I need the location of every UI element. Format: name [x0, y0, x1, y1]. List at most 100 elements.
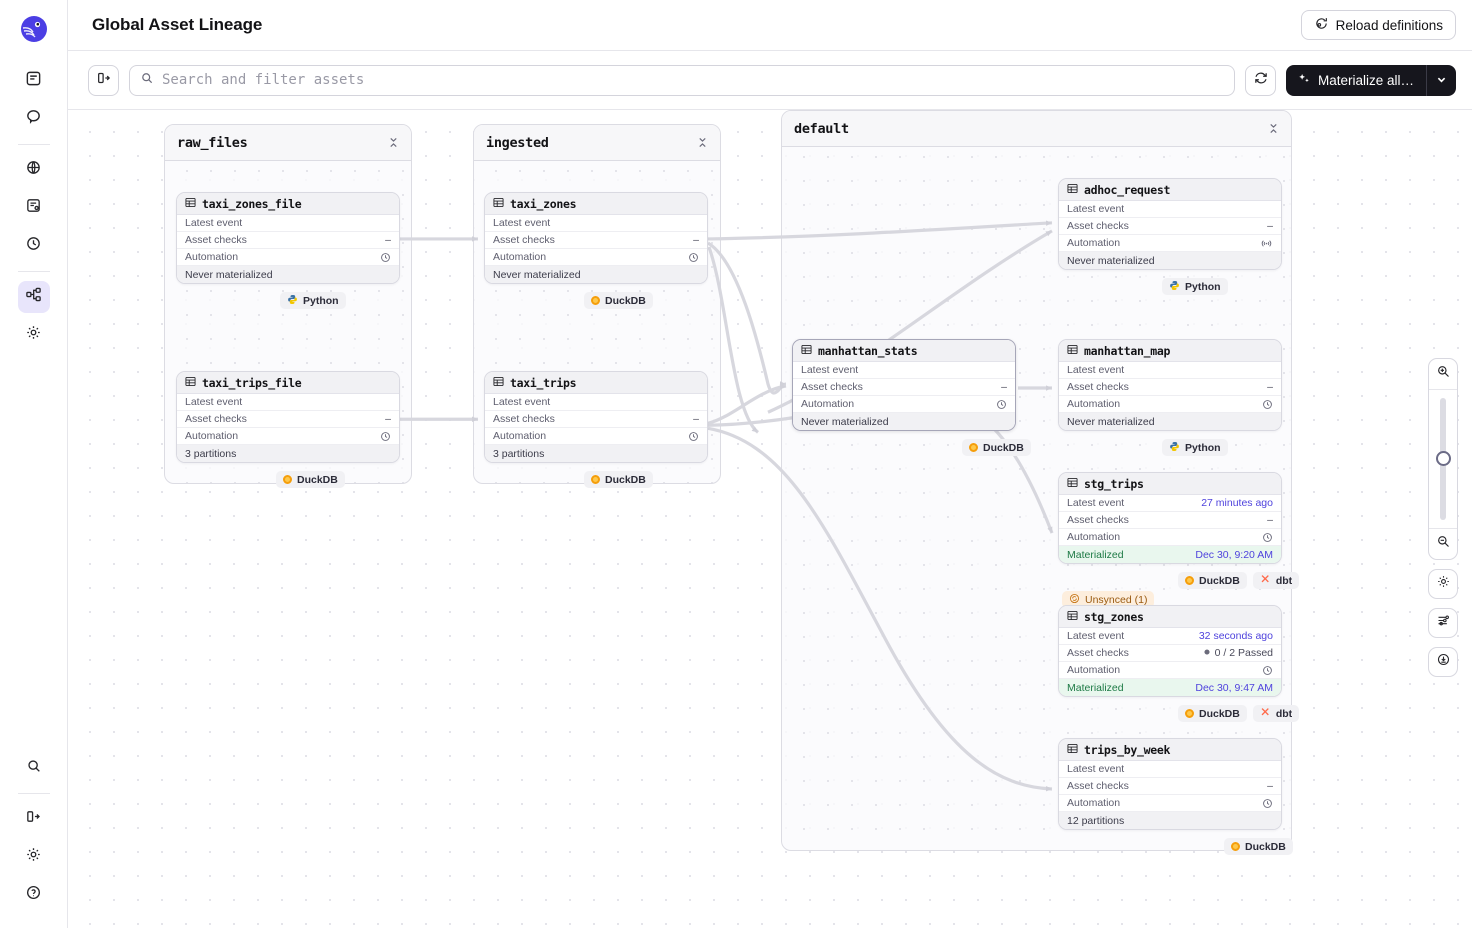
reload-definitions-icon — [1314, 16, 1329, 34]
tag-duckdb[interactable]: DuckDB — [1224, 838, 1293, 855]
row-label: Automation — [801, 398, 855, 410]
sidebar-item-schedules[interactable] — [18, 230, 50, 262]
tag-duckdb[interactable]: DuckDB — [962, 439, 1031, 456]
asset-node-manhattan_stats[interactable]: manhattan_stats Latest event Asset check… — [792, 339, 1016, 431]
sidebar-collapse-button[interactable] — [88, 64, 119, 96]
sidebar-item-search[interactable] — [18, 752, 50, 784]
asset-node-taxi_zones[interactable]: taxi_zones Latest event Asset checks – A… — [484, 192, 708, 284]
tag-duckdb[interactable]: DuckDB — [584, 292, 653, 309]
asset-node-taxi_trips[interactable]: taxi_trips Latest event Asset checks – A… — [484, 371, 708, 463]
asset-row-automation: Automation — [1059, 396, 1281, 413]
left-rail — [0, 0, 68, 928]
tag-duckdb[interactable]: DuckDB — [584, 471, 653, 488]
search-bar[interactable] — [129, 64, 1235, 96]
clock-icon[interactable] — [996, 399, 1007, 410]
tag-python[interactable]: Python — [1162, 439, 1228, 456]
materialize-options-button[interactable] — [1426, 64, 1456, 96]
asset-node-trips_by_week[interactable]: trips_by_week Latest event Asset checks … — [1058, 738, 1282, 830]
sidebar-item-assets[interactable] — [17, 281, 50, 313]
tag-dbt[interactable]: dbt — [1252, 572, 1300, 589]
sidebar-item-toggle-panel[interactable] — [18, 803, 50, 835]
zoom-out-button[interactable] — [1429, 529, 1457, 559]
clock-icon[interactable] — [380, 252, 391, 263]
group-header[interactable]: raw_files — [165, 125, 411, 161]
tag-dbt[interactable]: dbt — [1252, 705, 1300, 722]
row-label: Asset checks — [1067, 381, 1129, 393]
asset-row-automation: Automation — [793, 396, 1015, 413]
graph-filters-button[interactable] — [1428, 608, 1458, 638]
asset-node-stg_zones[interactable]: stg_zones Latest event 32 seconds ago As… — [1058, 605, 1282, 697]
zoom-slider-track[interactable] — [1429, 389, 1457, 529]
clock-icon[interactable] — [688, 252, 699, 263]
help-circle-icon — [25, 884, 42, 906]
zoom-in-button[interactable] — [1429, 359, 1457, 389]
asset-node-title: taxi_trips_file — [202, 375, 302, 390]
tag-label: DuckDB — [297, 473, 338, 486]
sidebar-item-deployment[interactable] — [18, 154, 50, 186]
clock-icon[interactable] — [1262, 399, 1273, 410]
sidebar-item-overview[interactable] — [18, 65, 50, 97]
asset-row-latest-event: Latest event — [1059, 201, 1281, 218]
reload-definitions-button[interactable]: Reload definitions — [1300, 10, 1456, 40]
clock-icon[interactable] — [1262, 798, 1273, 809]
asset-table-icon — [185, 374, 196, 392]
asset-tags-manhattan_stats: DuckDB — [962, 439, 1031, 456]
clock-icon[interactable] — [688, 431, 699, 442]
graph-settings-button[interactable] — [1428, 569, 1458, 599]
status-badge-unsynced[interactable]: Unsynced (1) — [1062, 591, 1155, 608]
zoom-slider-thumb[interactable] — [1435, 451, 1451, 466]
sidebar-item-runs[interactable] — [18, 192, 50, 224]
tag-duckdb[interactable]: DuckDB — [1178, 705, 1247, 722]
status-badge-label: Unsynced (1) — [1085, 593, 1148, 606]
sidebar-item-settings[interactable] — [18, 319, 50, 351]
sensor-icon[interactable] — [1260, 238, 1273, 249]
row-label: Latest event — [1067, 364, 1125, 376]
row-value: – — [1267, 780, 1273, 792]
dagster-logo-icon[interactable] — [17, 12, 51, 46]
clock-icon[interactable] — [1262, 532, 1273, 543]
zoom-controls — [1428, 358, 1458, 677]
tag-python[interactable]: Python — [280, 292, 346, 309]
refresh-button[interactable] — [1245, 64, 1276, 96]
tag-duckdb[interactable]: DuckDB — [276, 471, 345, 488]
clock-icon[interactable] — [380, 431, 391, 442]
row-value-group[interactable]: 0 / 2 Passed — [1203, 647, 1273, 659]
overview-icon — [25, 70, 42, 92]
gear-icon — [25, 324, 42, 346]
tag-python[interactable]: Python — [1162, 278, 1228, 295]
asset-node-taxi_zones_file[interactable]: taxi_zones_file Latest event Asset check… — [176, 192, 400, 284]
tag-duckdb[interactable]: DuckDB — [1178, 572, 1247, 589]
asset-row-asset-checks: Asset checks – — [177, 232, 399, 249]
row-value[interactable]: Dec 30, 9:20 AM — [1195, 548, 1273, 561]
lineage-canvas[interactable]: raw_files ingested — [68, 110, 1472, 928]
search-input[interactable] — [162, 72, 1224, 88]
collapse-icon[interactable] — [1268, 123, 1279, 134]
clock-icon[interactable] — [1262, 665, 1273, 676]
row-label: Asset checks — [1067, 780, 1129, 792]
sidebar-item-help[interactable] — [18, 879, 50, 911]
sidebar-item-user-settings[interactable] — [18, 841, 50, 873]
asset-row-latest-event: Latest event — [485, 215, 707, 232]
zoom-in-icon — [1436, 364, 1451, 384]
row-label: Asset checks — [801, 381, 863, 393]
group-header[interactable]: ingested — [474, 125, 720, 161]
sidebar-item-chat[interactable] — [18, 103, 50, 135]
row-label: Materialized — [1067, 681, 1124, 694]
collapse-icon[interactable] — [697, 137, 708, 148]
asset-node-manhattan_map[interactable]: manhattan_map Latest event Asset checks … — [1058, 339, 1282, 431]
asset-table-icon — [493, 374, 504, 392]
asset-node-adhoc_request[interactable]: adhoc_request Latest event Asset checks … — [1058, 178, 1282, 270]
row-value[interactable]: Dec 30, 9:47 AM — [1195, 681, 1273, 694]
asset-node-taxi_trips_file[interactable]: taxi_trips_file Latest event Asset check… — [176, 371, 400, 463]
materialize-all-button[interactable]: Materialize all… — [1286, 64, 1426, 96]
asset-tags-stg_zones: DuckDB dbt — [1178, 705, 1300, 722]
collapse-icon[interactable] — [388, 137, 399, 148]
row-value[interactable]: 32 seconds ago — [1198, 630, 1273, 642]
group-name: raw_files — [177, 134, 248, 151]
row-value[interactable]: 27 minutes ago — [1201, 497, 1273, 509]
group-header[interactable]: default — [782, 111, 1291, 147]
fit-to-screen-button[interactable] — [1428, 647, 1458, 677]
asset-status-stg_trips: Unsynced (1) — [1062, 591, 1155, 608]
asset-tags-stg_trips: DuckDB dbt — [1178, 572, 1300, 589]
asset-node-stg_trips[interactable]: stg_trips Latest event 27 minutes ago As… — [1058, 472, 1282, 564]
